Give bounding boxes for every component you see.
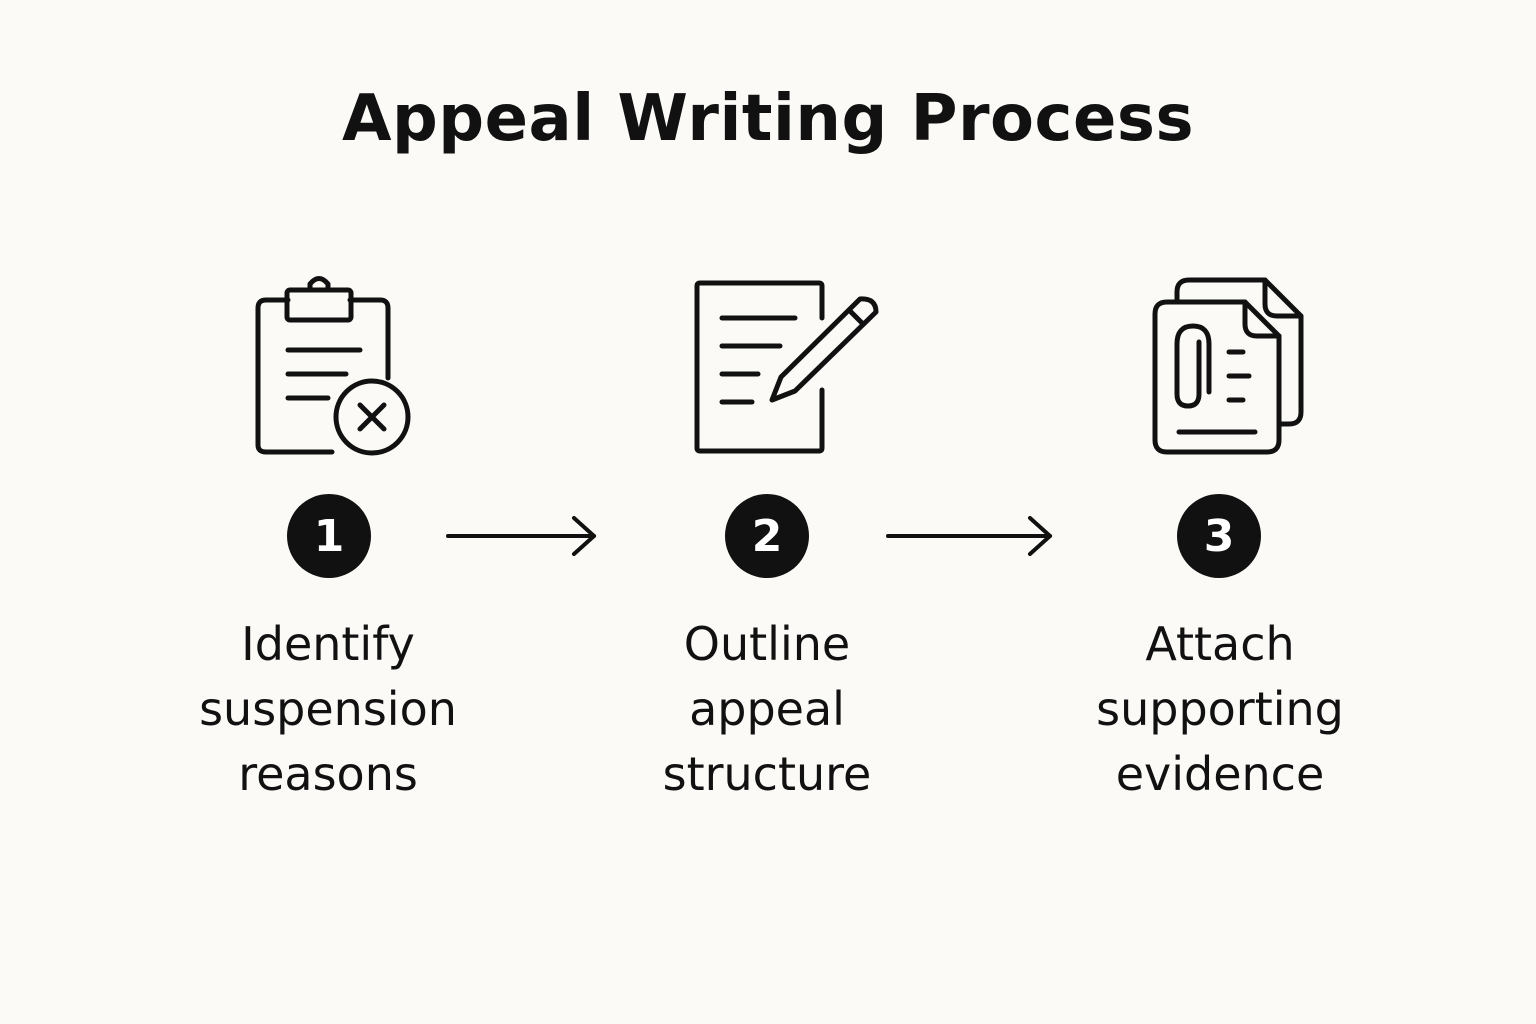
step-2-label-line: Outline	[683, 617, 851, 671]
diagram-title: Appeal Writing Process	[341, 82, 1195, 156]
step-3-number-badge: 3	[1177, 494, 1261, 578]
documents-paperclip-icon	[1152, 277, 1304, 455]
step-3-label: Attach supporting evidence	[1060, 612, 1380, 807]
step-2-number-badge: 2	[725, 494, 809, 578]
step-1-number-badge: 1	[287, 494, 371, 578]
step-2-label-line: appeal	[689, 682, 845, 736]
step-2-label-line: structure	[662, 747, 872, 801]
arrow-right-icon	[886, 516, 1052, 556]
step-1-label-line: reasons	[238, 747, 418, 801]
step-1-label: Identify suspension reasons	[168, 612, 488, 807]
step-1-label-line: suspension	[199, 682, 457, 736]
clipboard-x-icon	[255, 276, 411, 456]
step-3-label-line: evidence	[1115, 747, 1325, 801]
step-3-label-line: supporting	[1096, 682, 1344, 736]
step-2-label: Outline appeal structure	[607, 612, 927, 807]
step-3-label-line: Attach	[1145, 617, 1295, 671]
arrow-right-icon	[446, 516, 596, 556]
step-1-label-line: Identify	[241, 617, 415, 671]
document-pencil-icon	[694, 280, 879, 454]
